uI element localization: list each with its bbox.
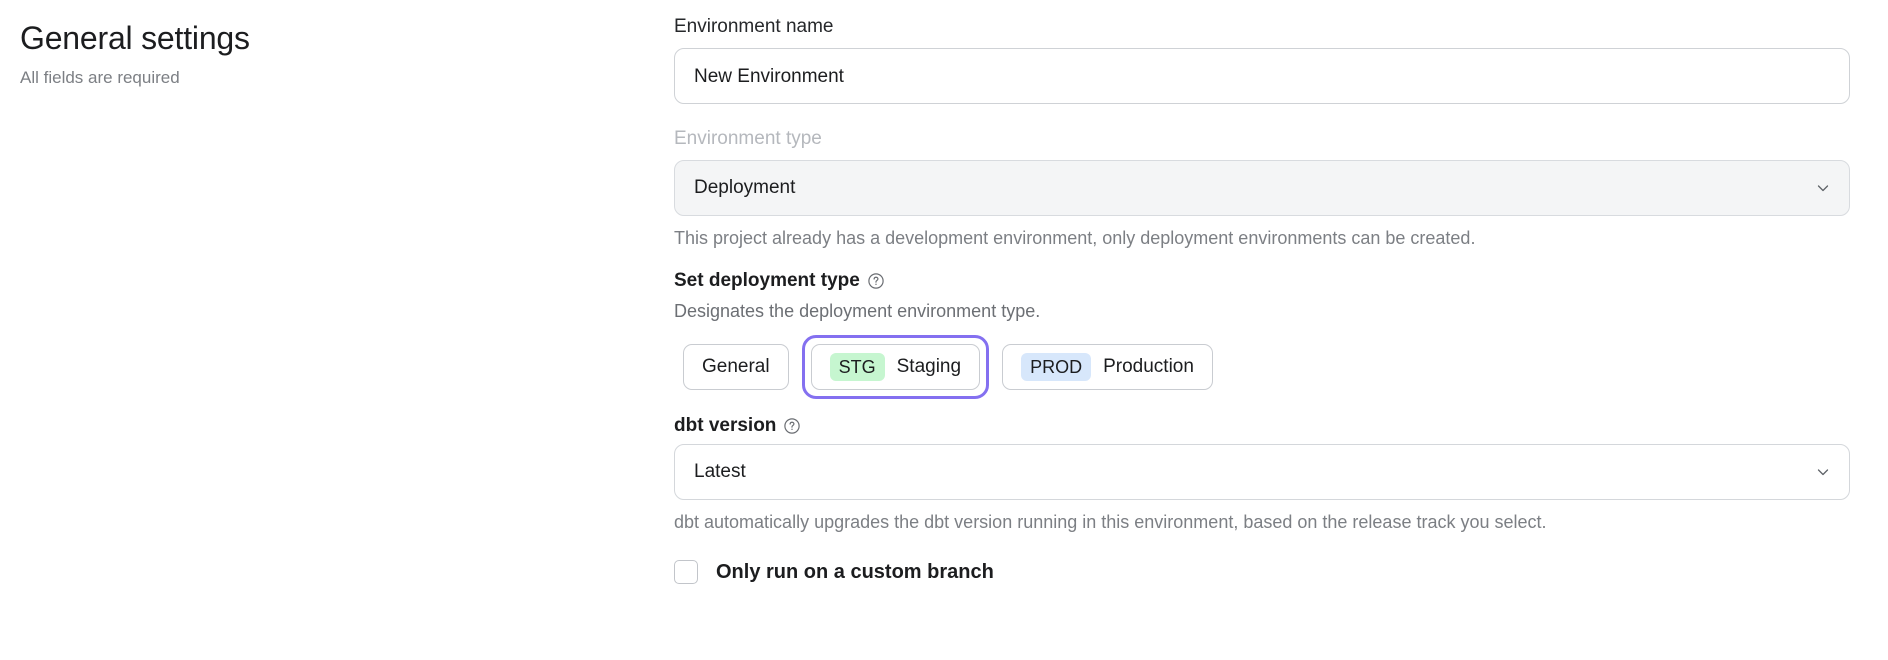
deployment-type-label: Set deployment type — [674, 270, 860, 291]
environment-name-field: Environment name New Environment — [674, 14, 1850, 104]
question-circle-icon[interactable] — [783, 417, 801, 435]
dbt-version-helper: dbt automatically upgrades the dbt versi… — [674, 512, 1547, 532]
environment-type-label: Environment type — [674, 128, 822, 149]
deployment-option-production[interactable]: PROD Production — [1002, 344, 1213, 390]
deployment-option-staging-wrap: STG Staging — [801, 335, 990, 399]
environment-name-input[interactable]: New Environment — [674, 48, 1850, 104]
deployment-option-general[interactable]: General — [683, 344, 789, 390]
deployment-option-production-label: Production — [1103, 356, 1194, 377]
deployment-option-staging[interactable]: STG Staging — [810, 344, 981, 390]
staging-badge: STG — [829, 353, 885, 381]
question-circle-icon[interactable] — [867, 272, 885, 290]
custom-branch-row: Only run on a custom branch — [674, 560, 1850, 584]
deployment-type-field: Set deployment type Designates the deplo… — [674, 268, 1850, 399]
dbt-version-value: Latest — [694, 461, 746, 482]
custom-branch-checkbox[interactable] — [674, 560, 698, 584]
page-subtitle: All fields are required — [20, 68, 180, 87]
dbt-version-field: dbt version Latest dbt automatica — [674, 413, 1850, 534]
custom-branch-label[interactable]: Only run on a custom branch — [716, 561, 994, 583]
environment-type-helper: This project already has a development e… — [674, 228, 1476, 248]
dbt-version-select[interactable]: Latest — [674, 444, 1850, 500]
environment-type-value: Deployment — [694, 177, 796, 198]
deployment-option-general-wrap: General — [674, 335, 798, 399]
environment-name-label: Environment name — [674, 16, 834, 37]
deployment-option-staging-label: Staging — [896, 356, 962, 377]
chevron-down-icon — [1815, 180, 1831, 196]
environment-type-select[interactable]: Deployment — [674, 160, 1850, 216]
page-title: General settings — [20, 20, 250, 56]
dbt-version-label-row: dbt version — [674, 413, 1850, 439]
environment-name-value: New Environment — [694, 65, 844, 87]
deployment-type-label-row: Set deployment type — [674, 268, 1850, 294]
deployment-option-production-wrap: PROD Production — [993, 335, 1222, 399]
production-badge: PROD — [1021, 353, 1092, 381]
chevron-down-icon — [1815, 464, 1831, 480]
dbt-version-label: dbt version — [674, 415, 777, 436]
settings-form: Environment name New Environment Environ… — [674, 14, 1850, 584]
settings-header: General settings All fields are required — [20, 18, 520, 90]
environment-type-field: Environment type Deployment This project… — [674, 126, 1850, 250]
deployment-type-options: General STG Staging PROD Production — [674, 335, 1850, 399]
deployment-option-general-label: General — [702, 356, 770, 377]
deployment-type-description: Designates the deployment environment ty… — [674, 301, 1041, 321]
